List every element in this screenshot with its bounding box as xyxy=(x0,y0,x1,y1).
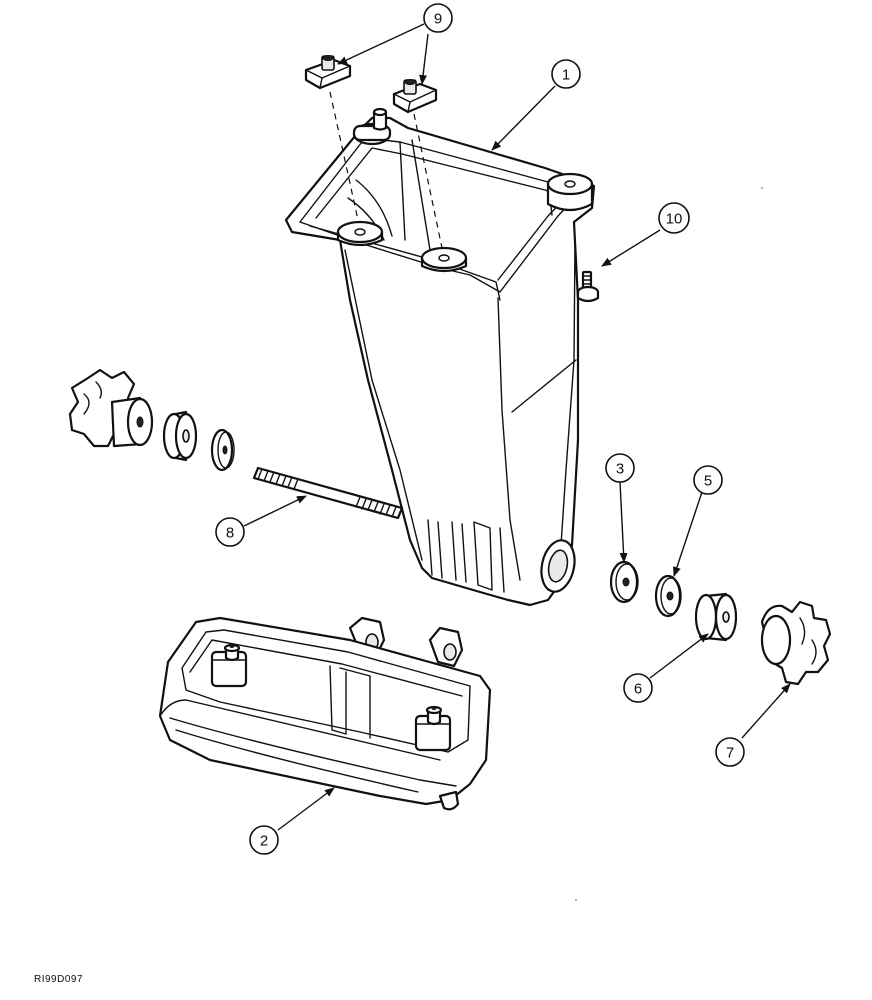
boss-rear-right xyxy=(546,172,594,212)
callout-7: 7 xyxy=(715,737,745,767)
callout-9: 9 xyxy=(423,3,453,33)
spacer-part-6 xyxy=(694,592,738,642)
callout-6: 6 xyxy=(623,673,653,703)
callout-10: 10 xyxy=(658,202,690,234)
callout-2: 2 xyxy=(249,825,279,855)
leader-callout-1 xyxy=(491,85,556,151)
clip-nut-right xyxy=(392,79,438,114)
washer-part-5 xyxy=(654,574,682,618)
housing-part-1 xyxy=(284,107,596,607)
clip-nut-left xyxy=(304,55,352,90)
leader-callout-8 xyxy=(243,495,307,527)
scan-speck xyxy=(761,187,763,189)
figure-code: RI99D097 xyxy=(34,974,84,985)
washer-part-3 xyxy=(609,560,639,604)
callout-5-label: 5 xyxy=(704,473,712,490)
leader-callout-6 xyxy=(649,633,709,679)
scan-speck xyxy=(575,899,577,901)
leader-callout-5 xyxy=(673,491,703,577)
callout-10-label: 10 xyxy=(666,211,683,228)
boss-front-left xyxy=(336,220,384,247)
knob-left xyxy=(68,368,154,448)
boss-front-center xyxy=(420,246,468,273)
leader-callout-2 xyxy=(277,787,335,831)
callout-1-label: 1 xyxy=(562,67,570,84)
leader-callout-9a xyxy=(337,23,425,65)
leader-callout-9b xyxy=(419,33,429,85)
callout-1: 1 xyxy=(551,59,581,89)
callout-2-label: 2 xyxy=(260,833,268,850)
callout-9-label: 9 xyxy=(434,11,442,28)
washer-left xyxy=(210,428,235,472)
spacer-left xyxy=(162,410,198,462)
threaded-rod-part-8 xyxy=(252,466,404,520)
leader-callout-3 xyxy=(619,481,628,563)
alignment-line-right xyxy=(413,113,443,249)
callout-3: 3 xyxy=(605,453,635,483)
callout-8: 8 xyxy=(215,517,245,547)
callout-6-label: 6 xyxy=(634,681,642,698)
callout-8-label: 8 xyxy=(226,525,234,542)
callout-3-label: 3 xyxy=(616,461,624,478)
base-tray-part-2 xyxy=(158,616,492,811)
knob-part-7 xyxy=(760,600,832,686)
screw-part-10 xyxy=(576,270,600,303)
leader-callout-10 xyxy=(601,229,661,267)
leader-callout-7 xyxy=(741,683,791,739)
callout-5: 5 xyxy=(693,465,723,495)
callout-7-label: 7 xyxy=(726,745,734,762)
